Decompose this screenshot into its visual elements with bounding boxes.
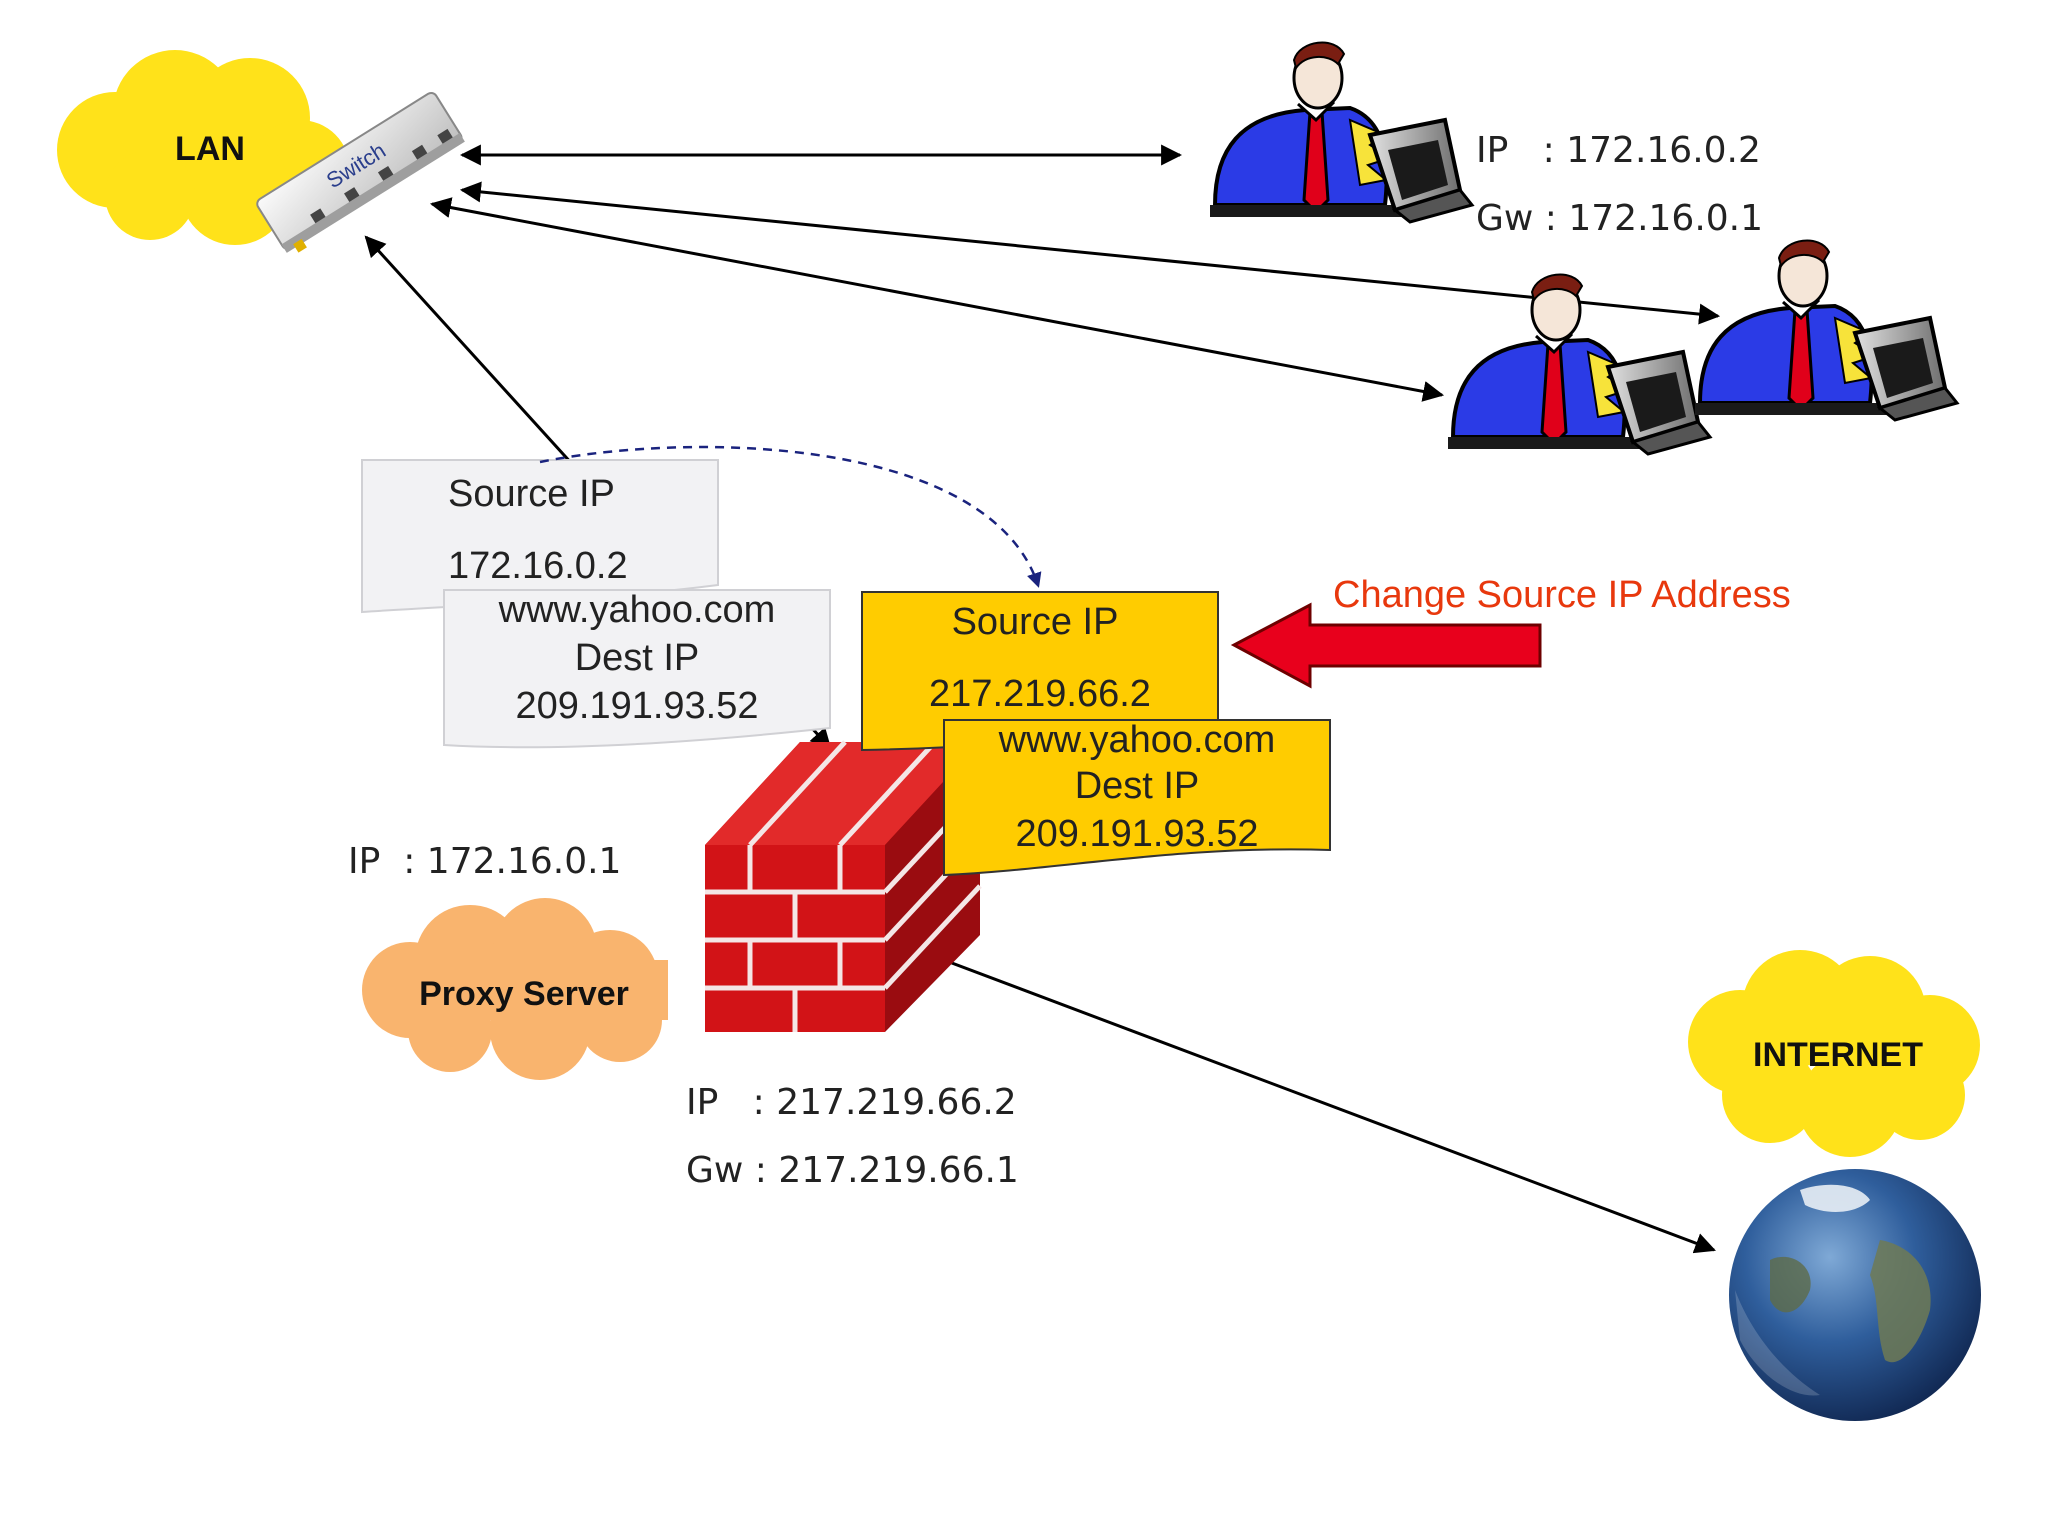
firewall-gw-text: Gw : 217.219.66.1 — [686, 1150, 1019, 1191]
proxy-server-cloud: Proxy Server — [362, 898, 668, 1080]
firewall-ip-text: IP : 217.219.66.2 — [686, 1082, 1017, 1123]
orig-source-label: Source IP — [448, 473, 615, 515]
changed-source-label: Source IP — [952, 601, 1119, 643]
pc-user-2 — [1448, 273, 1713, 456]
packet-changed: Source IP 217.219.66.2 www.yahoo.com Des… — [861, 591, 1331, 877]
globe-icon — [1729, 1169, 1981, 1421]
internet-label: INTERNET — [1753, 1036, 1923, 1074]
firewall-icon — [705, 740, 982, 1032]
dashed-arrow — [539, 445, 1042, 588]
changed-dest-label: Dest IP — [1075, 765, 1200, 807]
user-icon — [1210, 41, 1475, 224]
proxy-ip-text: IP : 172.16.0.1 — [348, 841, 621, 882]
pc-user-1 — [1210, 41, 1475, 224]
pc1-ip-text: IP : 172.16.0.2 — [1476, 130, 1761, 171]
packet-original: Source IP 172.16.0.2 www.yahoo.com Dest … — [361, 459, 831, 749]
orig-host: www.yahoo.com — [498, 589, 776, 631]
changed-source-value: 217.219.66.2 — [929, 673, 1151, 715]
orig-dest-label: Dest IP — [575, 637, 700, 679]
link-proxy-internet — [910, 944, 1716, 1254]
proxy-server-label: Proxy Server — [419, 975, 629, 1013]
changed-dest-value: 209.191.93.52 — [1015, 813, 1258, 855]
orig-dest-value: 209.191.93.52 — [515, 685, 758, 727]
change-arrow-icon — [1230, 602, 1542, 689]
lan-label: LAN — [175, 130, 245, 168]
lan-cloud: LAN — [57, 50, 350, 245]
internet-cloud: INTERNET — [1688, 950, 1980, 1157]
link-switch-pc2 — [429, 197, 1445, 402]
changed-host: www.yahoo.com — [998, 719, 1276, 761]
orig-source-value: 172.16.0.2 — [448, 545, 628, 587]
pc-user-3 — [1695, 239, 1960, 422]
pc1-gw-text: Gw : 172.16.0.1 — [1476, 198, 1763, 239]
change-source-ip-label: Change Source IP Address — [1333, 574, 1791, 616]
